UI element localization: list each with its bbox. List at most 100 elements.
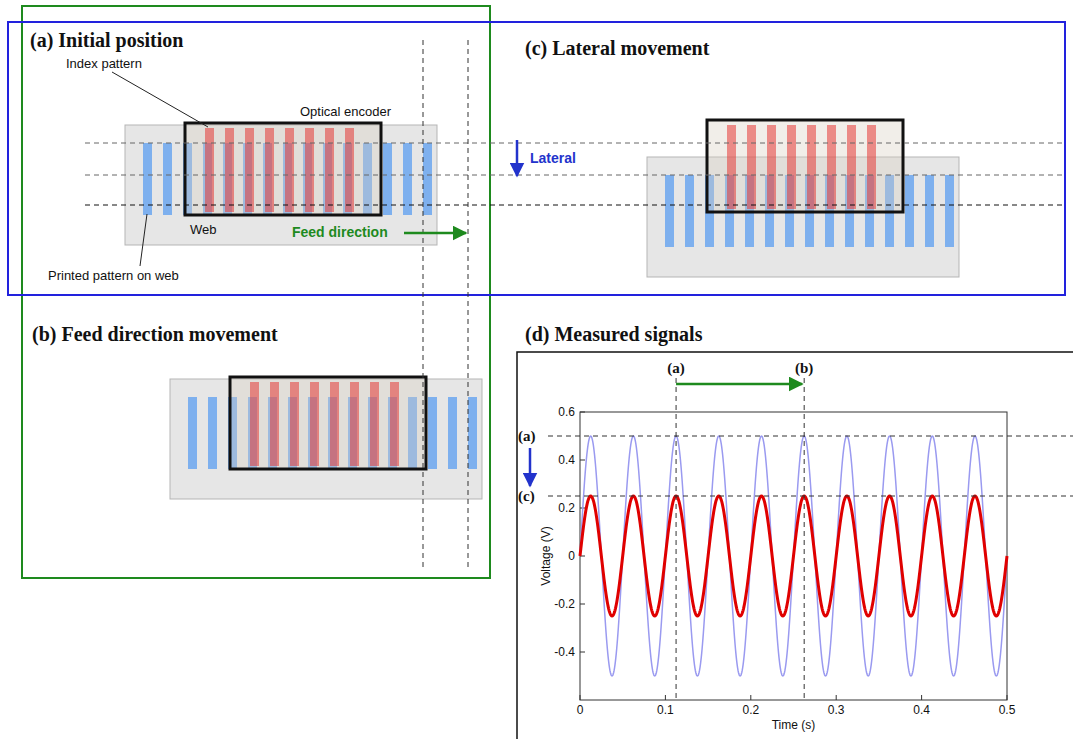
printed-stripe (945, 175, 954, 247)
part-label: Printed pattern on web (48, 268, 179, 284)
printed-stripe (685, 175, 694, 247)
axis-label: Voltage (V) (539, 526, 553, 585)
tick-mark (580, 652, 585, 653)
printed-stripe (468, 397, 477, 469)
reference-line (85, 143, 1065, 144)
reference-line (85, 205, 1065, 206)
axis-label: 0.2 (742, 703, 759, 717)
index-stripe (245, 128, 254, 212)
axis-label: -0.4 (554, 645, 575, 659)
plot-area (580, 412, 1007, 700)
tick-mark (580, 604, 585, 605)
encoder-window (230, 377, 426, 469)
signal-chart (530, 378, 1073, 700)
index-stripe (250, 382, 259, 466)
state-tag: (a) (518, 427, 536, 445)
index-stripe (767, 125, 776, 209)
index-stripe (847, 125, 856, 209)
tick-mark (580, 695, 581, 700)
index-stripe (867, 125, 876, 209)
signal-initial (580, 436, 1007, 676)
index-stripe (345, 128, 354, 212)
index-stripe (727, 125, 736, 209)
printed-stripe (428, 397, 437, 469)
panel-title: (b) Feed direction movement (32, 322, 278, 346)
group-frame-blue (8, 22, 1065, 295)
index-stripe (390, 382, 399, 466)
printed-stripe (188, 397, 197, 469)
printed-stripe (905, 175, 914, 247)
printed-stripe (163, 143, 172, 215)
axis-label: 0 (568, 549, 575, 563)
part-label: Feed direction (292, 224, 388, 241)
printed-stripe (403, 143, 412, 215)
tick-mark (750, 695, 751, 700)
amplitude-guide (548, 436, 1073, 437)
signal-lateral (580, 496, 1007, 616)
panel-title: (a) Initial position (30, 28, 183, 52)
feed-arrow (404, 232, 466, 235)
panel-title: (d) Measured signals (525, 322, 702, 346)
encoder-panel (647, 120, 959, 277)
state-tag: (c) (518, 487, 535, 505)
reference-line (423, 40, 424, 570)
encoder-panel (170, 377, 482, 499)
optical-encoder-box (707, 120, 903, 212)
printed-stripe (448, 397, 457, 469)
time-guide (804, 378, 805, 700)
amplitude-guide (548, 496, 1073, 497)
axis-label: -0.2 (554, 597, 575, 611)
printed-stripe (665, 175, 674, 247)
index-stripe (325, 128, 334, 212)
printed-stripe (383, 143, 392, 215)
printed-stripe (925, 175, 934, 247)
axis-label: 0.2 (558, 501, 575, 515)
index-stripe (350, 382, 359, 466)
index-stripe (205, 128, 214, 212)
index-stripe (827, 125, 836, 209)
encoder-window (707, 120, 903, 212)
time-guide (676, 378, 677, 700)
printed-stripe (423, 143, 432, 215)
tick-mark (836, 695, 837, 700)
reference-line (85, 175, 1065, 176)
index-stripe (807, 125, 816, 209)
axis-label: 0 (577, 703, 584, 717)
printed-stripe (208, 397, 217, 469)
lateral-arrow (529, 448, 532, 486)
group-frame-green (22, 6, 490, 578)
axis-label: 0.5 (999, 703, 1016, 717)
part-label: Index pattern (66, 56, 142, 72)
index-stripe (310, 382, 319, 466)
axis-label: Time (s) (772, 718, 816, 732)
reference-line (468, 40, 469, 570)
lateral-arrow (516, 140, 519, 176)
encoder-panel (125, 123, 437, 245)
index-stripe (290, 382, 299, 466)
part-label: Optical encoder (300, 104, 391, 120)
index-stripe (265, 128, 274, 212)
axis-label: 0.4 (913, 703, 930, 717)
index-stripe (330, 382, 339, 466)
tick-mark (580, 460, 585, 461)
state-tag: (a) (667, 359, 685, 377)
axis-label: 0.4 (558, 453, 575, 467)
tick-mark (1007, 695, 1008, 700)
axis-label: 0.3 (828, 703, 845, 717)
state-tag: (b) (795, 359, 813, 377)
part-label: Web (190, 222, 217, 238)
index-stripe (285, 128, 294, 212)
axis-label: 0.1 (657, 703, 674, 717)
tick-mark (921, 695, 922, 700)
leader-line (112, 72, 208, 127)
index-stripe (305, 128, 314, 212)
index-stripe (787, 125, 796, 209)
index-stripe (270, 382, 279, 466)
panel-title: (c) Lateral movement (525, 36, 709, 60)
panel-frame (517, 352, 1073, 739)
index-stripe (747, 125, 756, 209)
tick-mark (665, 695, 666, 700)
